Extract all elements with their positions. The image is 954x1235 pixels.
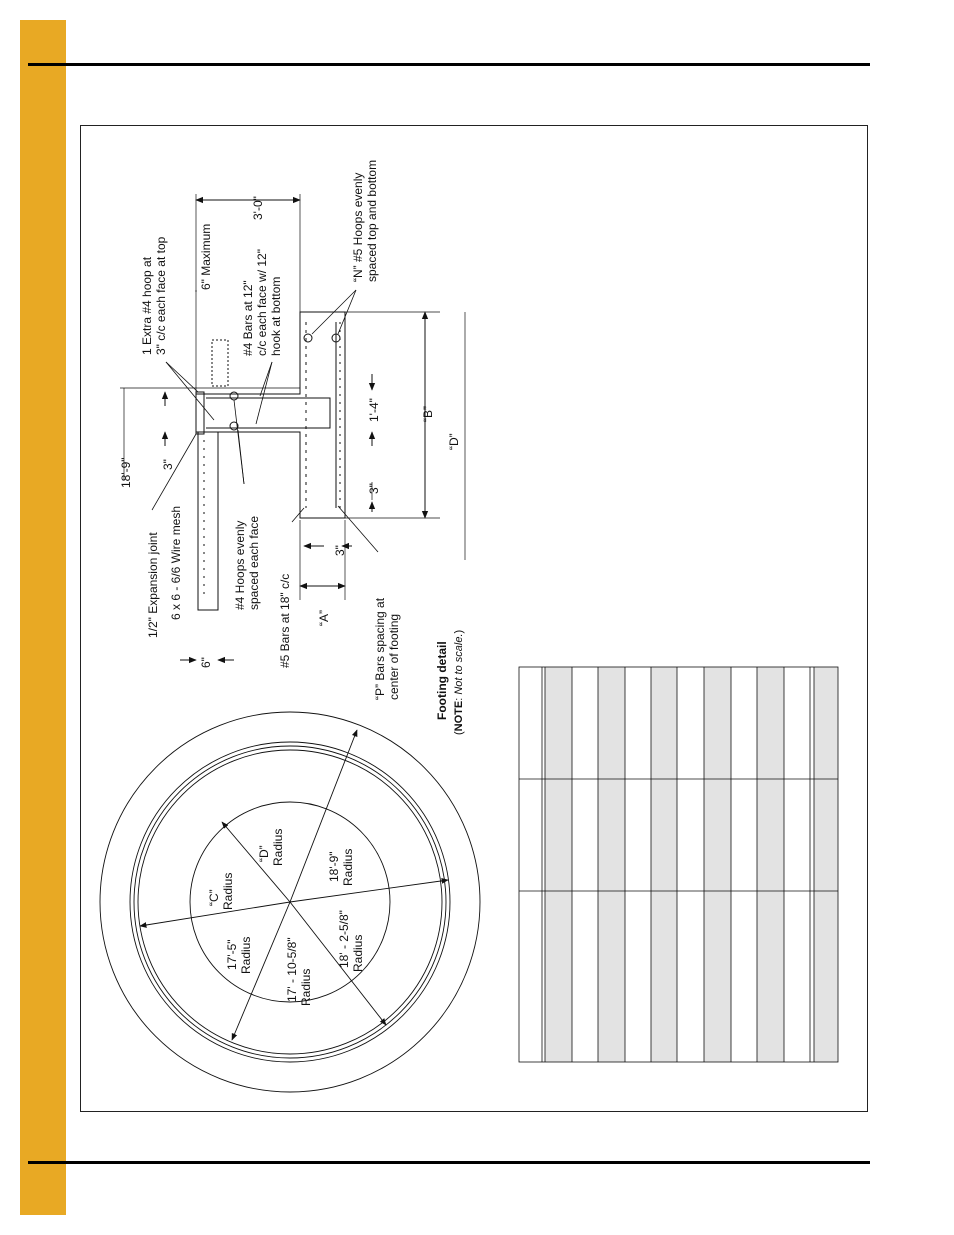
inner-circle [189,801,391,1003]
bar-4-lower [206,410,331,429]
label-n-hoops: “N” #5 Hoops evenly spaced top and botto… [351,160,379,282]
label-expansion-joint: 1/2" Expansion joint [146,532,160,638]
figure-frame [80,125,868,1112]
label-bars-5: #5 Bars at 18" c/c [278,574,292,668]
label-6-bottom: 6" [199,657,213,668]
label-wire-mesh: 6 x 6 - 6/6 Wire mesh [169,506,183,620]
label-3-0: 3'-0" [251,196,265,220]
label-p-bars: “P” Bars spacing at center of footing [373,595,401,700]
footer-rule [28,1161,870,1164]
radius-c [221,821,291,903]
plan-labels: “C” Radius “D” Radius 17'-5" Radius 18'-… [207,829,365,1006]
label-3-right: 3" [367,483,381,494]
label-18-9: 18'-9" [119,457,133,488]
footing-note: (NOTE: Not to scale.) [453,630,465,735]
side-color-bar [20,20,66,1215]
r-17-10-label: 17' - 10-5/8" Radius [285,934,313,1006]
hoop-n-left [303,333,313,343]
footing-labels: 1 Extra #4 hoop at 3" c/c each face at t… [119,160,465,735]
label-d: “D” [447,433,461,450]
outer-circle [99,711,481,1093]
stem-wall [195,391,205,435]
d-radius-label: “D” Radius [257,829,285,866]
radius-18-2-b [289,901,387,1026]
label-b: “B” [421,406,435,422]
ring-2 [133,745,447,1059]
floor-slab [197,431,219,611]
radius-18-2 [289,878,449,903]
hoop-n-right [331,333,341,343]
footing-outline [196,311,346,519]
hoop-4-lower [229,421,239,431]
hoop-4-upper [229,391,239,401]
r-18-9-label: 18'-9" Radius [327,848,355,886]
r-18-2-label: 18' - 2-5/8" Radius [337,907,365,972]
label-bars-12: #4 Bars at 12" c/c each face w/ 12" hook… [241,246,283,356]
ring-3 [137,749,443,1055]
radius-17-10 [231,901,291,1041]
label-a: “A” [317,610,331,626]
ring-1 [129,741,451,1063]
label-hoops-4: #4 Hoops evenly spaced each face [233,516,261,610]
r-17-5-label: 17'-5" Radius [225,936,253,974]
brick-hatch [211,339,229,387]
bar-4-upper [206,397,331,420]
label-6-max: 6" Maximum [199,224,213,290]
footing-title: Footing detail [435,641,449,720]
specs-table [518,666,839,1063]
c-radius-label: “C” Radius [207,873,235,910]
label-extra-hoop: 1 Extra #4 hoop at 3" c/c each face at t… [140,236,168,355]
label-3-top: 3" [161,459,175,470]
radius-18-9 [289,729,358,903]
label-1-4: 1'-4" [367,398,381,422]
footing-section [120,194,466,664]
header-rule [28,63,870,66]
radius-17-5 [139,901,291,928]
label-3-bottom: 3" [333,545,347,556]
plan-view [99,711,481,1093]
